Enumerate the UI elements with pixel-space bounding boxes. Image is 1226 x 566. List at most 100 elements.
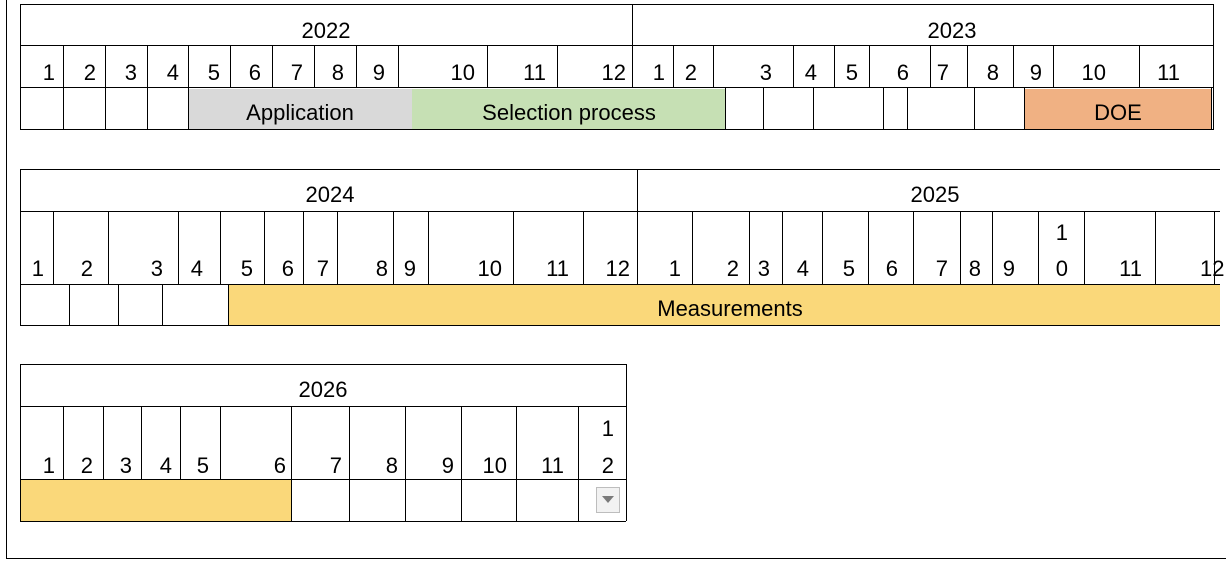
grid-line bbox=[20, 325, 1220, 326]
application-bar bbox=[188, 89, 412, 129]
grid-line bbox=[1084, 211, 1085, 284]
month-2023-10: 10 bbox=[1081, 60, 1106, 85]
month-2024-11: 11 bbox=[546, 256, 569, 281]
grid-line bbox=[398, 45, 399, 87]
month-2025-3: 3 bbox=[757, 256, 770, 281]
month-2025-10-upper: 1 bbox=[1055, 220, 1068, 245]
month-2025-11: 11 bbox=[1119, 256, 1142, 281]
grid-line bbox=[20, 211, 1220, 212]
application-label: Application bbox=[246, 100, 354, 125]
grid-line bbox=[516, 479, 517, 521]
month-2025-8: 8 bbox=[968, 256, 981, 281]
month-2025-6: 6 bbox=[885, 256, 898, 281]
month-2022-5: 5 bbox=[207, 60, 220, 85]
grid-line bbox=[461, 479, 462, 521]
grid-line bbox=[63, 45, 64, 87]
grid-line bbox=[793, 45, 794, 87]
grid-line bbox=[337, 211, 338, 284]
month-2023-2: 2 bbox=[684, 60, 697, 85]
grid-line bbox=[405, 479, 406, 521]
month-2026-4: 4 bbox=[159, 453, 172, 478]
month-2023-6: 6 bbox=[896, 60, 909, 85]
month-2024-8: 8 bbox=[375, 256, 388, 281]
measurements-2026-bar bbox=[20, 480, 291, 521]
grid-line bbox=[272, 45, 273, 87]
grid-line bbox=[992, 211, 993, 284]
month-2023-11: 11 bbox=[1157, 60, 1180, 85]
month-2023-1: 1 bbox=[652, 60, 665, 85]
grid-line bbox=[180, 406, 181, 479]
month-2023-9: 9 bbox=[1029, 60, 1042, 85]
grid-line bbox=[405, 406, 406, 479]
grid-line bbox=[883, 87, 884, 129]
grid-line bbox=[20, 521, 626, 522]
grid-line bbox=[230, 45, 231, 87]
month-2022-12: 12 bbox=[601, 60, 626, 85]
month-2022-3: 3 bbox=[124, 60, 137, 85]
grid-line bbox=[103, 406, 104, 479]
grid-line bbox=[147, 45, 148, 87]
month-2023-4: 4 bbox=[804, 60, 817, 85]
grid-line bbox=[1139, 45, 1140, 87]
month-2024-3: 3 bbox=[150, 256, 163, 281]
doe-bar bbox=[1024, 89, 1212, 129]
grid-line bbox=[1038, 211, 1039, 284]
grid-line bbox=[749, 211, 750, 284]
month-2026-8: 8 bbox=[385, 453, 398, 478]
month-2025-2: 2 bbox=[726, 256, 739, 281]
year-2022: 2022 bbox=[301, 18, 351, 43]
grid-line bbox=[583, 211, 584, 284]
month-2023-5: 5 bbox=[845, 60, 858, 85]
month-2022-10: 10 bbox=[450, 60, 475, 85]
grid-line bbox=[118, 284, 119, 325]
month-2022-6: 6 bbox=[248, 60, 261, 85]
autofill-dropdown-button[interactable] bbox=[596, 487, 620, 513]
grid-line bbox=[393, 211, 394, 284]
selection-process-label: Selection process bbox=[482, 100, 656, 125]
grid-line bbox=[291, 406, 292, 479]
grid-line bbox=[63, 406, 64, 479]
grid-line bbox=[428, 211, 429, 284]
grid-line bbox=[20, 406, 626, 407]
month-2024-2: 2 bbox=[80, 256, 93, 281]
grid-line bbox=[20, 364, 626, 365]
month-2025-10-lower: 0 bbox=[1055, 256, 1068, 281]
grid-line bbox=[960, 211, 961, 284]
grid-line bbox=[20, 87, 1214, 88]
year-2025: 2025 bbox=[910, 182, 960, 207]
grid-line bbox=[637, 211, 638, 284]
month-2026-12-lower: 2 bbox=[601, 453, 614, 478]
month-2025-1: 1 bbox=[668, 256, 681, 281]
grid-line bbox=[20, 479, 626, 480]
grid-line bbox=[673, 45, 674, 87]
grid-line bbox=[930, 45, 931, 87]
month-2025-9: 9 bbox=[1002, 256, 1015, 281]
grid-line bbox=[303, 211, 304, 284]
month-2023-3: 3 bbox=[759, 60, 772, 85]
month-2024-1: 1 bbox=[31, 256, 44, 281]
grid-line bbox=[692, 211, 693, 284]
grid-line bbox=[834, 45, 835, 87]
grid-line bbox=[578, 479, 579, 521]
month-2022-8: 8 bbox=[331, 60, 344, 85]
grid-line bbox=[782, 211, 783, 284]
grid-line bbox=[188, 87, 189, 129]
month-2024-10: 10 bbox=[477, 256, 502, 281]
grid-line bbox=[1214, 211, 1215, 284]
grid-line bbox=[53, 211, 54, 284]
grid-line bbox=[141, 406, 142, 479]
grid-line bbox=[20, 284, 1220, 285]
year-2024: 2024 bbox=[305, 182, 355, 207]
grid-line bbox=[913, 211, 914, 284]
grid-line bbox=[314, 45, 315, 87]
grid-line bbox=[637, 169, 638, 211]
month-2026-6: 6 bbox=[273, 453, 286, 478]
month-2024-5: 5 bbox=[240, 256, 253, 281]
grid-line bbox=[69, 284, 70, 325]
grid-line bbox=[713, 45, 714, 87]
grid-line bbox=[1053, 45, 1054, 87]
grid-line bbox=[20, 4, 1214, 5]
month-2024-12: 12 bbox=[605, 256, 630, 281]
grid-line bbox=[578, 406, 579, 479]
month-2022-1: 1 bbox=[42, 60, 55, 85]
